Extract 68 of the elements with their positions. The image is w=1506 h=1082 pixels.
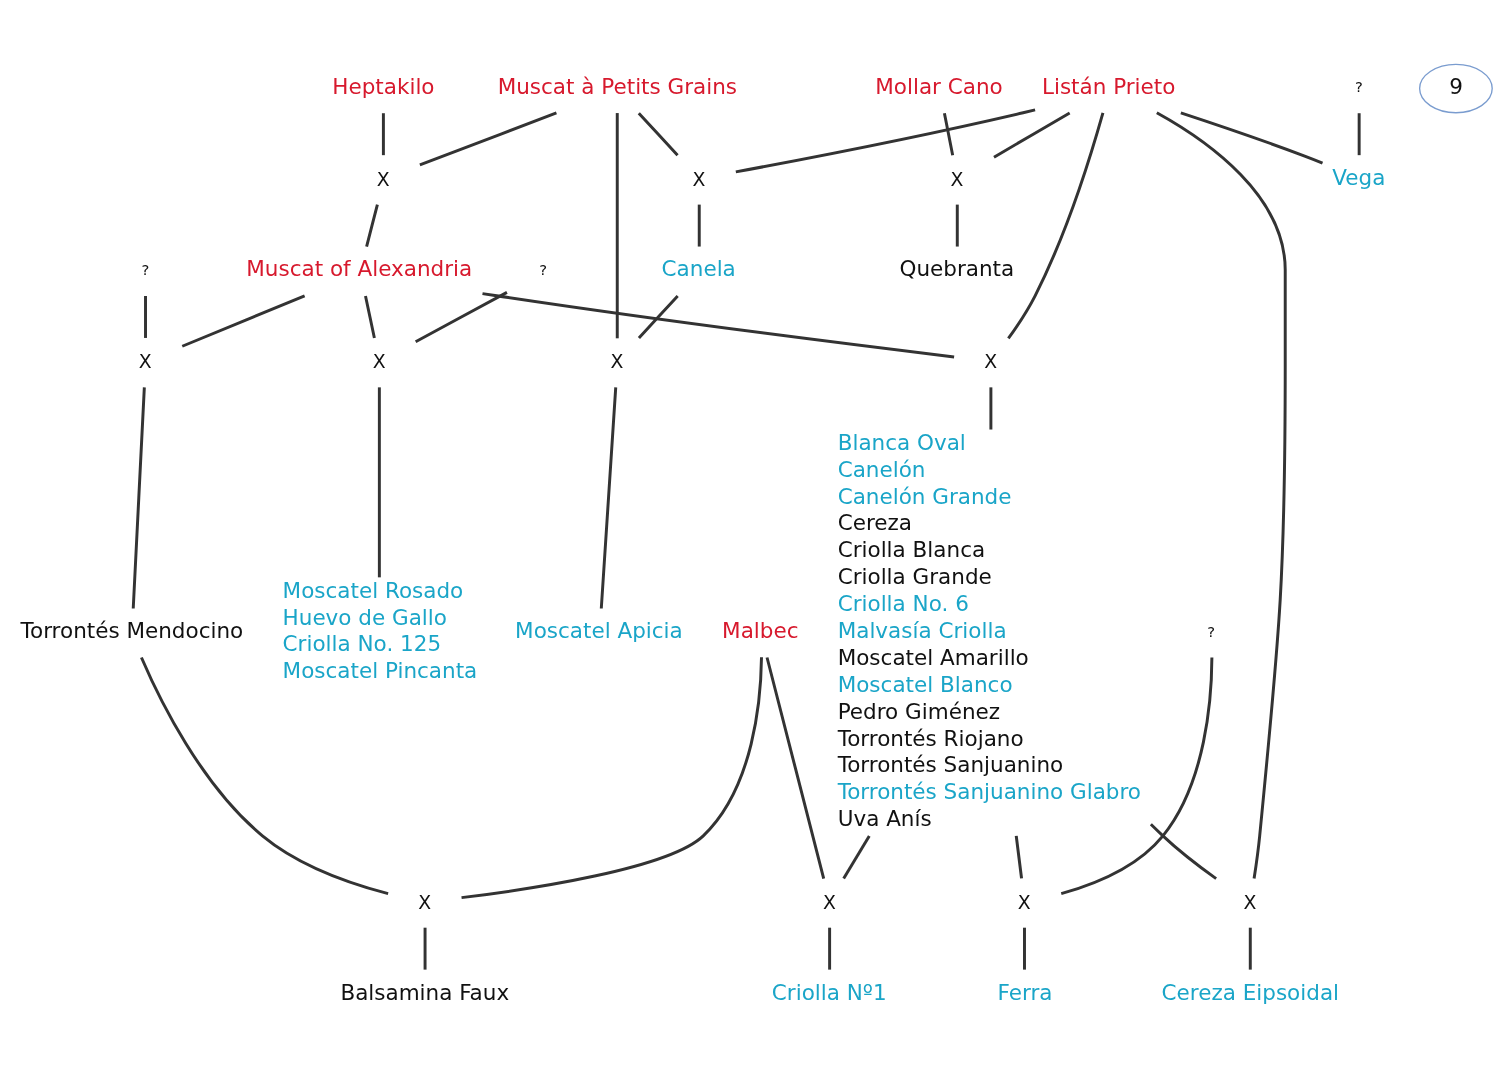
node-text: Malbec bbox=[722, 617, 799, 643]
node-text: Balsamina Faux bbox=[340, 979, 510, 1005]
node-text: X bbox=[138, 350, 152, 372]
connector bbox=[131, 386, 146, 609]
node-text: X bbox=[822, 891, 836, 913]
node-text: Vega bbox=[1332, 164, 1386, 190]
connector bbox=[414, 290, 508, 343]
connector bbox=[181, 293, 306, 348]
node-text: Blanca Oval Canelón Canelón Grande Cereza Criolla Blanca Criolla Grande Criolla No. 6 Malvasía Criolla Moscatel Amarillo Moscatel Blanco Pedro Giménez Torrontés Riojano Torrontés Sanjuanino Torrontés Sanjuanino Glabro Uva Anís bbox=[837, 429, 1142, 831]
connector bbox=[364, 295, 376, 338]
connector bbox=[615, 112, 619, 338]
connector bbox=[1149, 822, 1217, 880]
node-text: X bbox=[376, 168, 390, 190]
connector bbox=[144, 295, 147, 338]
node-text: X bbox=[418, 891, 432, 913]
connector bbox=[637, 294, 679, 339]
connector bbox=[697, 204, 701, 247]
node-text: Heptakilo bbox=[332, 73, 435, 99]
node-text: Moscatel Rosado Huevo de Gallo Criolla No. 125 Moscatel Pincanta bbox=[282, 577, 478, 683]
connector bbox=[955, 204, 959, 247]
node-text: Ferra bbox=[997, 979, 1053, 1005]
node-text: Listán Prieto bbox=[1041, 73, 1176, 99]
connector bbox=[828, 927, 832, 970]
connector bbox=[1060, 657, 1214, 895]
connector bbox=[637, 111, 679, 156]
node-text: X bbox=[610, 350, 624, 372]
connector bbox=[1357, 112, 1361, 155]
node-text: Quebranta bbox=[899, 255, 1015, 281]
node-text: Torrontés Mendocino bbox=[20, 617, 244, 643]
node-text: ? bbox=[141, 260, 150, 278]
connector bbox=[735, 107, 1036, 173]
connector bbox=[482, 291, 955, 358]
node-text: ? bbox=[1355, 77, 1363, 95]
node-text: X bbox=[1017, 891, 1031, 913]
node-text: X bbox=[950, 168, 964, 190]
node-ellipse: 9 bbox=[1418, 63, 1493, 113]
connector bbox=[461, 656, 763, 899]
connector bbox=[140, 656, 389, 895]
node-text: Muscat of Alexandria bbox=[246, 255, 473, 281]
node-text: Moscatel Apicia bbox=[515, 617, 683, 643]
connector bbox=[993, 111, 1071, 158]
connector bbox=[842, 834, 871, 879]
connector bbox=[1023, 927, 1026, 970]
connector bbox=[1248, 927, 1252, 970]
node-text: Criolla Nº1 bbox=[771, 979, 887, 1005]
connector bbox=[1007, 111, 1105, 339]
node-text: ? bbox=[1207, 622, 1216, 640]
node-text: X bbox=[984, 350, 998, 372]
node-text: X bbox=[1243, 891, 1257, 913]
connector bbox=[419, 111, 557, 166]
connector bbox=[942, 112, 955, 155]
node-text: X bbox=[372, 350, 386, 372]
node-text: Canela bbox=[661, 255, 736, 281]
node-text: Mollar Cano bbox=[875, 73, 1003, 99]
connector bbox=[365, 203, 379, 247]
connector bbox=[989, 386, 993, 430]
connector bbox=[381, 112, 385, 155]
connector bbox=[765, 656, 826, 879]
node-text: X bbox=[692, 168, 706, 190]
connector bbox=[599, 386, 618, 609]
connector bbox=[1156, 111, 1287, 879]
node-text: Cereza Eipsoidal bbox=[1161, 979, 1340, 1005]
connector bbox=[1014, 835, 1024, 879]
node-text: ? bbox=[539, 260, 548, 278]
node-text: Muscat à Petits Grains bbox=[497, 73, 738, 99]
connector bbox=[1180, 110, 1324, 164]
connector bbox=[423, 927, 427, 970]
connector bbox=[377, 386, 381, 577]
